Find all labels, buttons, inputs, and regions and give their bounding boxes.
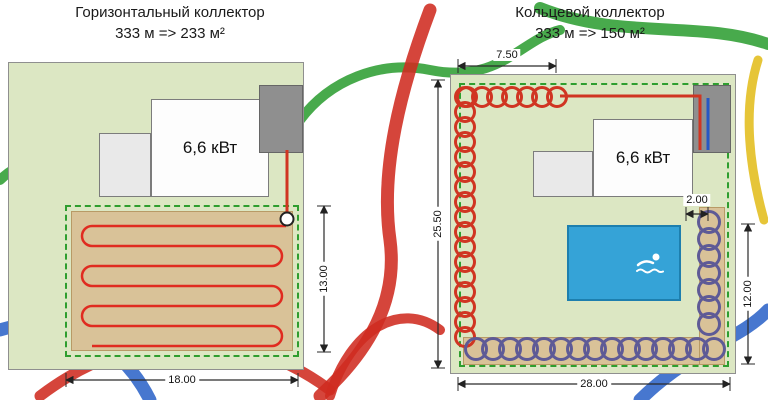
left-house-power-label: 6,6 кВт	[182, 138, 238, 157]
left-width-dimension: 18.00	[165, 374, 199, 386]
right-left-dimension: 25.50	[432, 207, 444, 241]
right-house-power-label: 6,6 кВт	[615, 148, 671, 167]
ring-collector-bottom-coils	[464, 337, 726, 361]
swimming-pool	[567, 225, 681, 301]
left-plot: 6,6 кВт	[8, 62, 304, 370]
coil-loop	[697, 312, 721, 336]
left-height-dimension: 13.00	[318, 262, 330, 296]
right-right-dimension: 12.00	[742, 277, 754, 311]
left-diagram-title: Горизонтальный коллектор	[75, 4, 265, 21]
coil-loop	[546, 86, 568, 108]
left-diagram-title-block: Горизонтальный коллектор 333 м => 233 м²	[20, 4, 320, 42]
right-bottom-dimension: 28.00	[577, 378, 611, 390]
left-house: 6,6 кВт	[151, 99, 269, 197]
right-diagram-subtitle: 333 м => 150 м²	[535, 25, 645, 42]
ring-collector-left-coils	[454, 86, 476, 348]
left-house-annex	[99, 133, 151, 197]
right-top-dimension: 7.50	[493, 49, 521, 61]
swimmer-icon	[636, 253, 664, 274]
coil-loop	[702, 337, 726, 361]
right-diagram-title-block: Кольцевой коллектор 333 м => 150 м²	[440, 4, 740, 42]
right-garage	[693, 85, 731, 153]
right-house-annex	[533, 151, 593, 197]
right-plot: 6,6 кВт	[450, 74, 736, 374]
right-house: 6,6 кВт	[593, 119, 693, 197]
left-diagram-subtitle: 333 м => 233 м²	[115, 25, 225, 42]
left-garage	[259, 85, 303, 153]
right-diagram-title: Кольцевой коллектор	[515, 4, 665, 21]
left-collector-area	[71, 211, 293, 351]
ring-collector-right-coils	[697, 210, 721, 336]
left-collector-boundary	[65, 205, 299, 357]
pool-gap-dimension: 2.00	[683, 194, 711, 206]
